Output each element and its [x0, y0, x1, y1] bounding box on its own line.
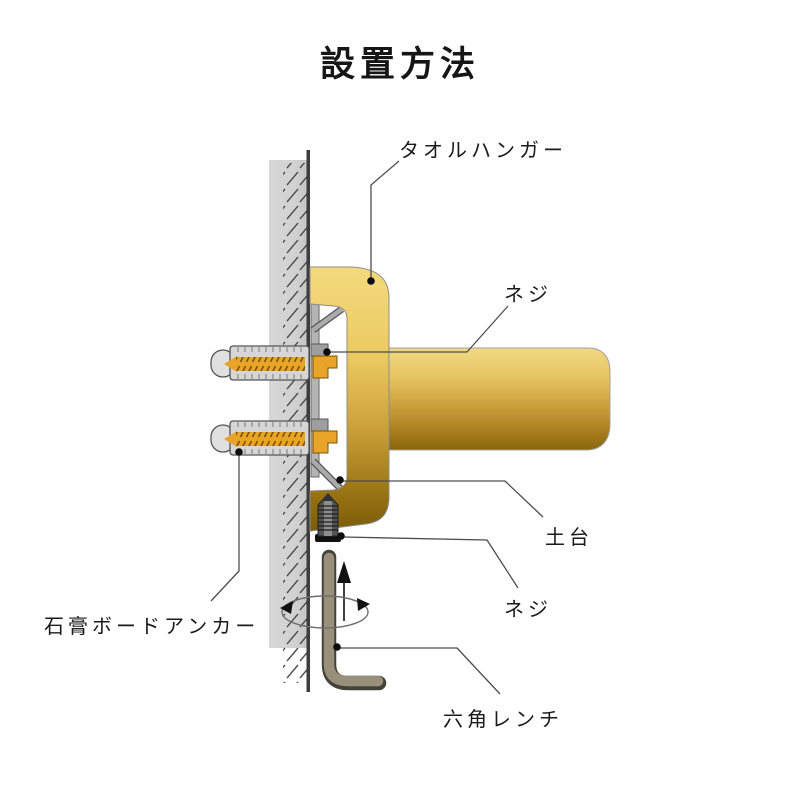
rotation-arrow: [280, 595, 370, 629]
leader-dots: [235, 277, 375, 651]
drywall-anchor-upper: [210, 343, 338, 381]
label-base: 土台: [545, 525, 593, 549]
bracket-top-prong: [310, 306, 345, 333]
leader-base: [342, 480, 544, 518]
screw-head-gold: [312, 355, 338, 379]
label-screw-bottom: ネジ: [504, 597, 552, 621]
screw-head-gold: [312, 430, 338, 454]
leader-towel-hanger: [370, 160, 400, 279]
leader-screw-bottom: [342, 536, 519, 589]
leader-hex-wrench: [339, 647, 501, 695]
towel-bar-arm: [385, 347, 611, 451]
bracket-bottom-prong: [310, 458, 345, 493]
hex-wrench: [321, 549, 387, 691]
screw-head-flange: [310, 418, 329, 432]
leader-lines: [210, 160, 544, 695]
page-title: 設置方法: [319, 45, 480, 85]
leader-screw-top: [329, 305, 509, 353]
anchor-ribs: [237, 421, 302, 455]
mounting-bracket-base: [310, 303, 345, 493]
drywall-anchor-lower: [210, 418, 338, 456]
label-hex-wrench: 六角レンチ: [443, 707, 563, 731]
anchor-ribs: [237, 346, 302, 380]
push-up-arrow: [337, 561, 351, 621]
anchor-screw-tip: [224, 431, 237, 447]
anchor-screw-thread: [236, 432, 305, 446]
towel-hanger-cover: [309, 266, 390, 532]
anchor-screw-thread: [236, 357, 305, 371]
anchor-screw-tip: [224, 356, 237, 372]
label-drywall-anchor: 石膏ボードアンカー: [44, 614, 260, 638]
label-screw-top: ネジ: [504, 282, 552, 306]
set-screw: [315, 493, 341, 542]
label-towel-hanger: タオルハンガー: [399, 138, 567, 162]
leader-drywall-anchor: [210, 452, 240, 602]
